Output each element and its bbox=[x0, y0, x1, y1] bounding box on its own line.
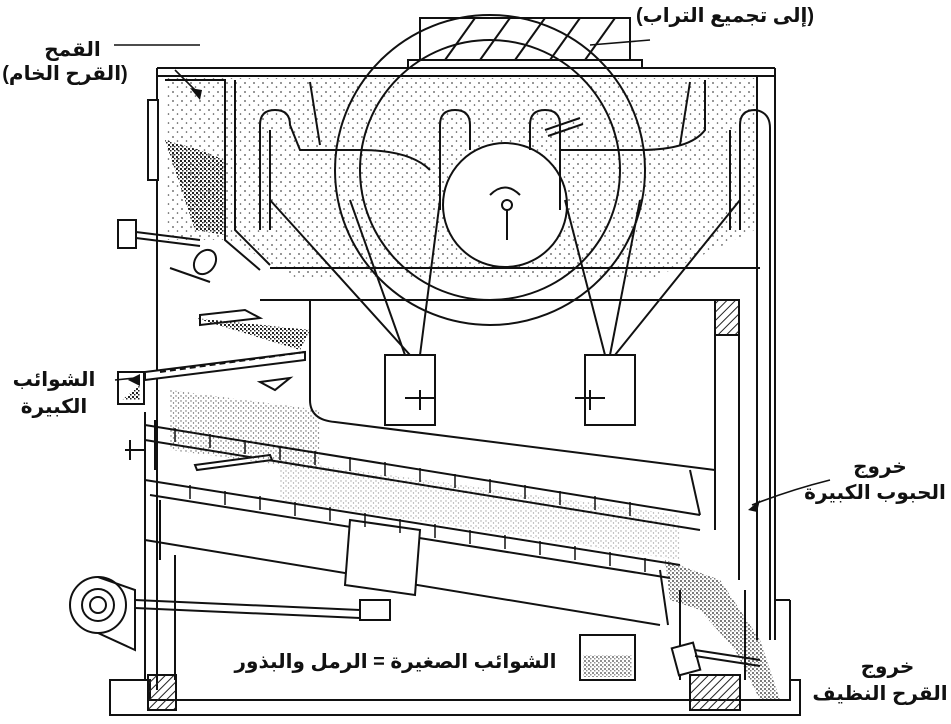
grain-flow-main bbox=[170, 390, 320, 470]
grain-flow-deck bbox=[280, 460, 680, 560]
sieve-deck-lower bbox=[144, 479, 681, 626]
dust-collection-label: (إلى تجميع التراب) bbox=[635, 5, 815, 27]
large-impurities-label-line1: الشوائب bbox=[12, 369, 96, 391]
clean-wheat-exit-label-line1: خروج bbox=[860, 656, 915, 678]
small-impurities-label: الشوائب الصغيرة = الرمل والبذور bbox=[228, 650, 563, 674]
outlet-lever bbox=[670, 641, 761, 677]
adjustment-lever bbox=[117, 219, 218, 283]
exhaust-hood bbox=[407, 17, 643, 69]
aspiration-drum bbox=[334, 14, 646, 326]
settling-boxes bbox=[384, 354, 636, 426]
large-grains-exit-label-line2: الحبوب الكبيرة bbox=[804, 482, 946, 504]
lower-frame bbox=[144, 540, 791, 711]
scalping-sieve bbox=[144, 308, 310, 392]
clean-wheat-exit-label-line2: القرح النظيف bbox=[812, 683, 948, 705]
drive-motor bbox=[69, 576, 391, 652]
baffles bbox=[259, 80, 771, 640]
wheat-label: القمح bbox=[44, 39, 101, 61]
sieve-mesh-lower bbox=[189, 485, 646, 572]
large-grains-exit-label-line1: خروج bbox=[853, 456, 907, 478]
large-impurities-bin bbox=[117, 371, 145, 405]
raw-wheat-label: (القرح الخام) bbox=[2, 63, 128, 85]
arrowheads bbox=[128, 88, 760, 512]
small-impurities-bin bbox=[579, 634, 636, 681]
large-impurities-label-line2: الكبيرة bbox=[20, 396, 88, 418]
inlet-hopper bbox=[165, 79, 271, 271]
